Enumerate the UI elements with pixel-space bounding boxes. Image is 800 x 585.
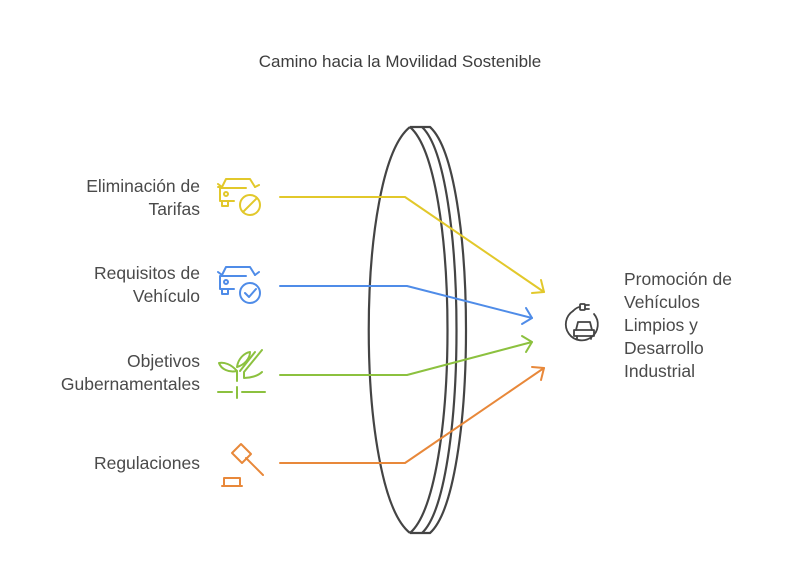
lens-inner-curve: [409, 126, 449, 534]
plant-hand-icon: [217, 349, 266, 399]
lens-mid-curve: [421, 126, 458, 534]
label-line: Limpios y: [624, 315, 698, 335]
input-label-tarifas: Eliminación de Tarifas: [40, 175, 200, 221]
input-label-objetivos: Objetivos Gubernamentales: [0, 350, 200, 396]
label-line: Eliminación de: [86, 176, 200, 196]
label-line: Desarrollo: [624, 338, 704, 358]
input-label-requisitos: Requisitos de Vehículo: [40, 262, 200, 308]
lens-left-curve: [367, 126, 411, 534]
lens-right-curve: [410, 125, 468, 535]
label-line: Requisitos de: [93, 263, 200, 283]
label-line: Industrial: [624, 361, 696, 381]
arrow-regulaciones: [279, 366, 545, 464]
arrow-tarifas: [279, 196, 545, 294]
label-line: Vehículo: [132, 286, 200, 306]
label-line: Tarifas: [148, 199, 200, 219]
arrow-requisitos: [279, 285, 533, 325]
input-label-regulaciones: Regulaciones: [40, 452, 200, 475]
label-line: Vehículos: [624, 292, 700, 312]
diagram-title: Camino hacia la Movilidad Sostenible: [258, 52, 542, 71]
lens-shape: [367, 125, 468, 535]
electric-car-plug-icon: [564, 303, 599, 342]
gavel-icon: [221, 443, 264, 487]
arrow-objetivos: [279, 335, 533, 376]
car-check-icon: [217, 266, 261, 304]
label-line: Objetivos: [127, 351, 200, 371]
label-line: Gubernamentales: [60, 374, 200, 394]
car-prohibited-icon: [217, 178, 261, 216]
label-line: Promoción de: [624, 269, 732, 289]
output-label: Promoción de Vehículos Limpios y Desarro…: [624, 268, 794, 383]
label-line: Regulaciones: [93, 453, 200, 473]
